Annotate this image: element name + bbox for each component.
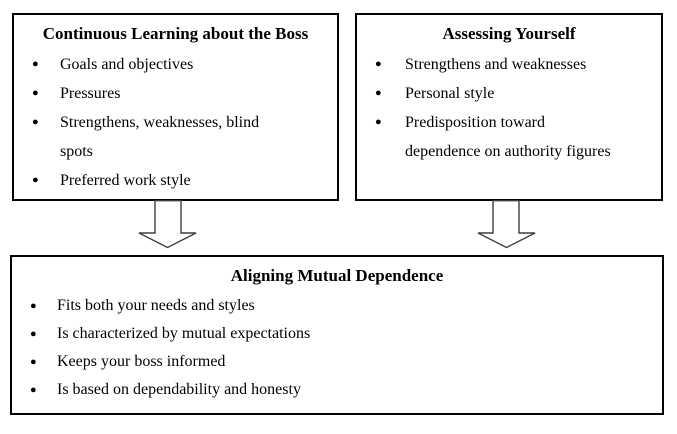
down-arrow-icon	[138, 200, 197, 249]
list-item-label: Fits both your needs and styles	[57, 297, 255, 314]
list-item: ● Fits both your needs and styles	[12, 292, 662, 320]
bullet-icon: ●	[30, 356, 37, 368]
bullet-list: ● Goals and objectives ● Pressures ● Str…	[14, 50, 337, 195]
down-arrow-icon	[477, 200, 536, 249]
box-title: Continuous Learning about the Boss	[42, 24, 309, 43]
list-item-label: Is characterized by mutual expectations	[57, 325, 311, 342]
list-item-label: Strengthens and weaknesses	[405, 56, 587, 73]
list-item-label: Strengthens, weaknesses, blind spots	[60, 114, 260, 160]
list-item-label: Preferred work style	[60, 172, 191, 189]
bullet-icon: ●	[375, 87, 382, 99]
list-item: ● Strengthens and weaknesses	[357, 50, 661, 79]
bullet-icon: ●	[32, 116, 39, 128]
box-continuous-learning: Continuous Learning about the Boss ● Goa…	[12, 13, 339, 201]
list-item: ● Is characterized by mutual expectation…	[12, 320, 662, 348]
list-item-label: Goals and objectives	[60, 56, 194, 73]
list-item: ● Is based on dependability and honesty	[12, 376, 662, 404]
bullet-icon: ●	[32, 87, 39, 99]
list-item: ● Personal style	[357, 79, 661, 108]
box-title: Aligning Mutual Dependence	[230, 266, 444, 285]
bullet-icon: ●	[375, 116, 382, 128]
list-item-label: Predisposition toward dependence on auth…	[405, 114, 611, 160]
list-item: ● Keeps your boss informed	[12, 348, 662, 376]
list-item: ● Goals and objectives	[14, 50, 337, 79]
bullet-icon: ●	[30, 328, 37, 340]
list-item: ● Preferred work style	[14, 166, 337, 195]
list-item-label: Pressures	[60, 85, 121, 102]
bullet-list: ● Strengthens and weaknesses ● Personal …	[357, 50, 661, 166]
list-item: ● Strengthens, weaknesses, blind spots	[14, 108, 337, 166]
bullet-icon: ●	[32, 174, 39, 186]
list-item-label: Personal style	[405, 85, 495, 102]
list-item: ● Pressures	[14, 79, 337, 108]
list-item: ● Predisposition toward dependence on au…	[357, 108, 661, 166]
bullet-icon: ●	[32, 58, 39, 70]
box-title: Assessing Yourself	[442, 24, 576, 43]
box-aligning-mutual-dependence: Aligning Mutual Dependence ● Fits both y…	[10, 255, 664, 415]
list-item-label: Keeps your boss informed	[57, 353, 226, 370]
bullet-icon: ●	[30, 384, 37, 396]
box-assessing-yourself: Assessing Yourself ● Strengthens and wea…	[355, 13, 663, 201]
bullet-icon: ●	[375, 58, 382, 70]
list-item-label: Is based on dependability and honesty	[57, 381, 301, 398]
bullet-list: ● Fits both your needs and styles ● Is c…	[12, 292, 662, 404]
bullet-icon: ●	[30, 300, 37, 312]
